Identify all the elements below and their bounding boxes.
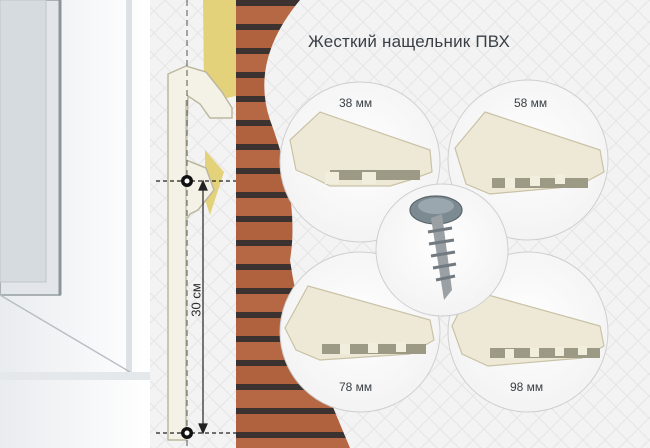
profile-38-label: 38 мм [339, 96, 373, 110]
insulation-top [203, 0, 236, 100]
screw-disc [375, 183, 509, 317]
dimension-line [156, 0, 236, 448]
brick-wall [236, 0, 350, 448]
insulation-gap [205, 150, 224, 215]
profile-78-label: 78 мм [339, 380, 373, 394]
trim-cross-section [167, 65, 233, 441]
profile-58-disc [447, 79, 609, 241]
profile-58-label: 58 мм [514, 96, 548, 110]
window-frame [0, 0, 150, 448]
dimension-label: 30 см [188, 283, 204, 317]
profile-98-label: 98 мм [510, 380, 544, 394]
page-title: Жесткий нащельник ПВХ [308, 32, 511, 51]
